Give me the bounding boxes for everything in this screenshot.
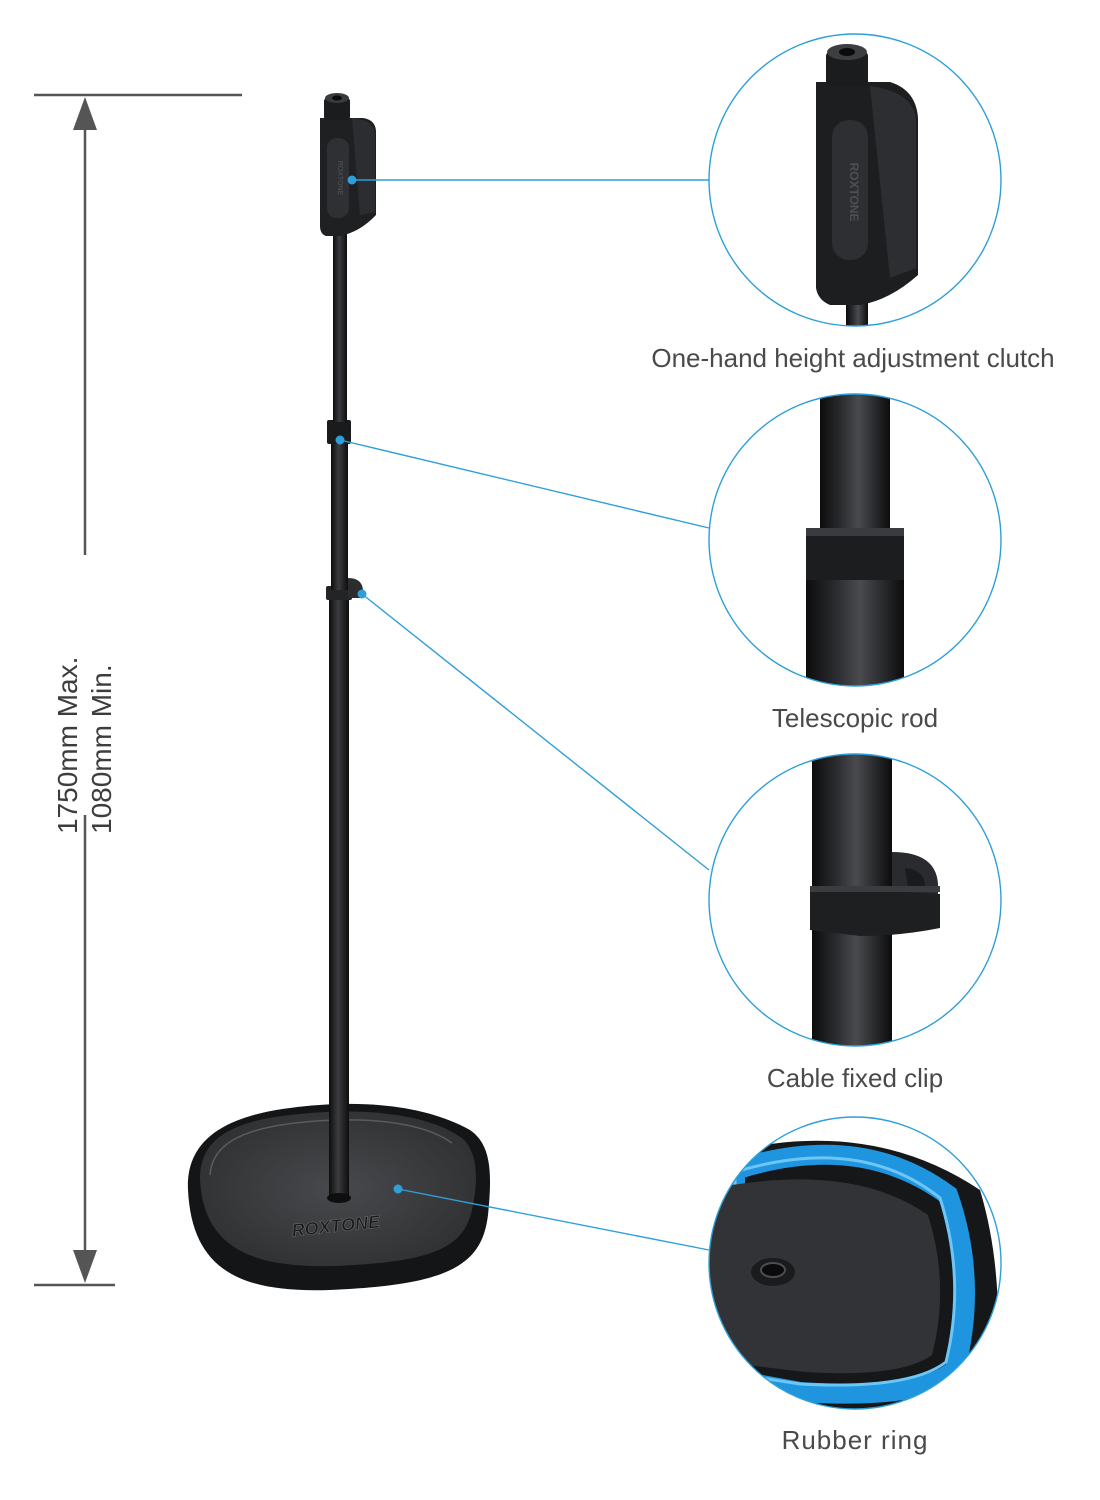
dimension-labels: 1750mm Max. 1080mm Min. — [51, 544, 119, 834]
dot-rod — [335, 435, 345, 445]
caption-clip: Cable fixed clip — [766, 1063, 944, 1093]
svg-text:ROXTONE: ROXTONE — [847, 162, 861, 221]
caption-rod: Telescopic rod — [771, 703, 939, 733]
stand-clutch: ROXTONE — [320, 93, 376, 236]
leader-line-rod — [339, 439, 710, 529]
microphone-stand: ROXTONE ROXTONE — [187, 93, 491, 1291]
detail-clip-zoom — [708, 753, 1002, 1047]
max-height-label: 1750mm Max. — [52, 656, 83, 834]
leader-line-clip — [361, 593, 710, 871]
upper-tube — [333, 232, 347, 422]
leader-lines — [339, 179, 710, 1251]
caption-clutch: One-hand height adjustment clutch — [651, 343, 1055, 373]
lower-tube — [329, 590, 349, 1200]
svg-text:ROXTONE: ROXTONE — [336, 161, 343, 196]
detail-rod-zoom — [708, 393, 1002, 687]
leader-line-ring — [397, 1188, 710, 1251]
detail-clutch-zoom: ROXTONE — [708, 33, 1002, 327]
middle-tube — [331, 420, 348, 590]
detail-circle-border — [708, 33, 1002, 327]
detail-ring-zoom — [708, 1116, 1002, 1410]
caption-ring: Rubber ring — [781, 1425, 929, 1455]
arrow-up-icon — [73, 97, 97, 130]
tube-collar — [327, 420, 351, 444]
arrow-down-icon — [73, 1250, 97, 1283]
height-dimension — [34, 93, 242, 1287]
dot-clutch — [347, 175, 357, 185]
dot-ring — [393, 1184, 403, 1194]
dot-clip — [357, 589, 367, 599]
min-height-label: 1080mm Min. — [86, 664, 117, 834]
leader-dots — [335, 175, 403, 1194]
